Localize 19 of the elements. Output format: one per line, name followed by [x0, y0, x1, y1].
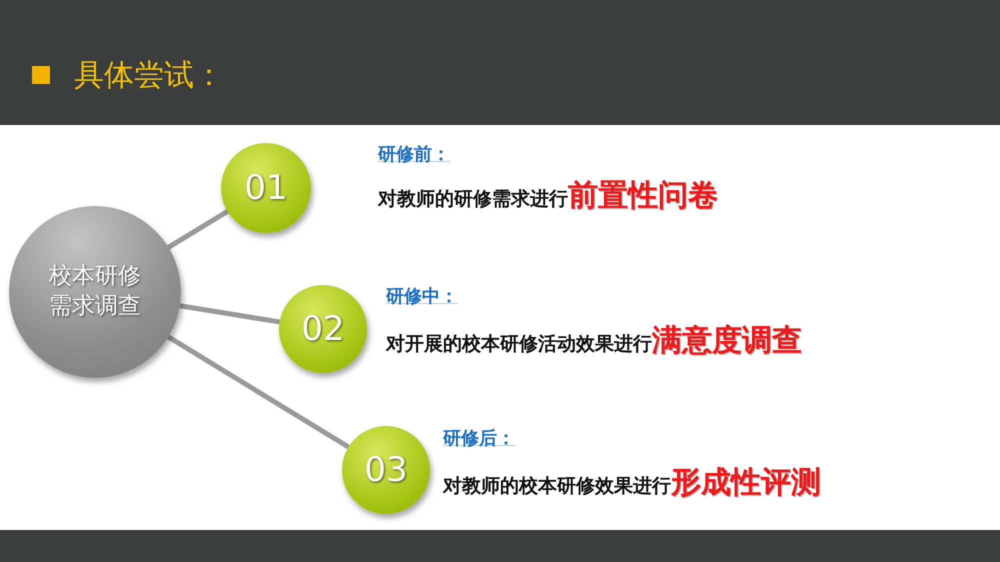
step-number: 03 [364, 448, 408, 492]
highlight-text: 前置性问卷 [568, 177, 718, 215]
stage-description: 对教师的研修需求进行 [378, 187, 568, 212]
stage-description: 对开展的校本研修活动效果进行 [386, 333, 652, 357]
connector-line [167, 334, 350, 450]
title: 具体尝试： [74, 57, 224, 95]
stage-heading: 研修前： [378, 143, 450, 166]
step-number: 02 [301, 308, 345, 351]
number-circle [221, 143, 311, 233]
highlight-text: 形成性评测 [671, 464, 821, 502]
stage-heading: 研修后： [443, 427, 515, 450]
number-circle [342, 426, 430, 514]
connector-line [167, 209, 229, 250]
connector-line [179, 303, 280, 324]
hub-label: 校本研修需求调查 [48, 262, 142, 321]
highlight-text: 满意度调查 [652, 322, 802, 360]
step-number: 01 [244, 166, 288, 210]
stage-heading: 研修中： [386, 285, 458, 308]
stage-description: 对教师的校本研修效果进行 [443, 475, 671, 497]
